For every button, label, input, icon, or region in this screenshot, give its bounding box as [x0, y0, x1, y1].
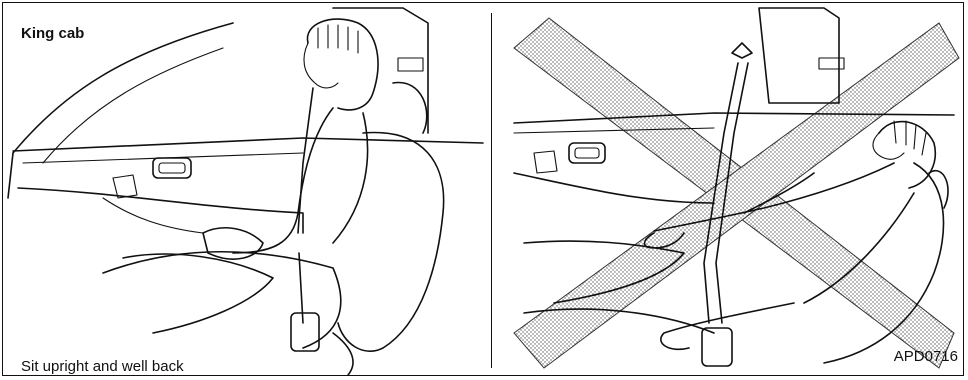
seat-cushion: [103, 252, 341, 348]
torso: [233, 108, 333, 253]
panel-caption: Sit upright and well back: [21, 358, 184, 375]
upright-seated-illustration: [3, 3, 491, 377]
figure-frame: King cab Sit upright and well back: [2, 2, 964, 376]
hands: [203, 228, 263, 259]
correct-posture-panel: King cab Sit upright and well back: [3, 3, 491, 375]
belt-buckle: [702, 328, 732, 366]
arm: [661, 303, 794, 349]
rear-window: [759, 8, 839, 103]
window-switch: [534, 151, 557, 173]
panel-divider: [491, 13, 492, 368]
door-panel: [18, 188, 303, 233]
door-handle: [569, 143, 605, 163]
latch: [819, 58, 844, 69]
belt-anchor: [732, 43, 752, 58]
belt-buckle: [291, 313, 319, 351]
figure-code: APD0716: [894, 348, 958, 365]
latch: [398, 58, 423, 71]
headrest: [929, 171, 948, 208]
window-switch: [113, 175, 137, 198]
panel-title: King cab: [21, 25, 84, 42]
head: [879, 122, 935, 188]
legs: [123, 254, 273, 333]
shoulder-belt: [298, 88, 313, 233]
belt-line: [514, 113, 954, 123]
seat-back: [338, 133, 444, 352]
reclined-seated-illustration: [494, 3, 964, 377]
a-pillar-line: [13, 23, 233, 153]
headrest: [393, 83, 427, 133]
incorrect-posture-panel: APD0716: [494, 3, 964, 375]
door-panel: [514, 173, 714, 203]
